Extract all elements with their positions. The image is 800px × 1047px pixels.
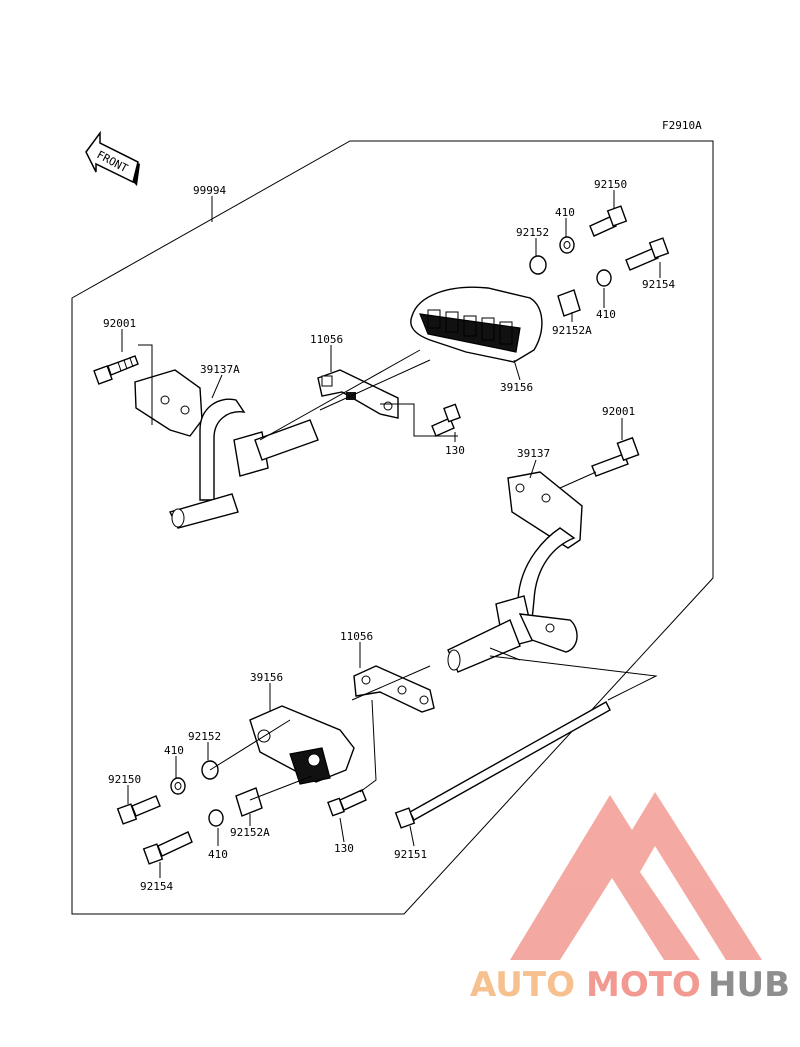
bolt-130-bottom [327,789,367,817]
callout-bolt-right: 92001 [602,405,635,418]
callout-bolt-top-a: 92150 [594,178,627,191]
bolt-130-top [431,403,461,437]
bolt-92001-right [591,436,640,477]
watermark-text: AUTO MOTO HUB [470,965,790,1005]
bolt-92150-bottom [116,795,161,825]
callout-washer-bottom-b: 410 [208,848,228,861]
leader-lines [121,190,661,878]
callout-collar-bottom-long: 92152A [230,826,270,839]
callout-bolt-130-top: 130 [445,444,465,457]
plate-11056-top [317,369,399,419]
callout-bolt-top-left: 92001 [103,317,136,330]
callout-plate-bottom: 11056 [340,630,373,643]
watermark-hub: HUB [708,965,790,1005]
callout-slider-bottom: 39156 [250,671,283,684]
callout-washer-top-b: 410 [596,308,616,321]
kit-outline [71,140,714,915]
callout-plate-top: 11056 [310,333,343,346]
washer-410-top-b [596,269,612,287]
callout-slider-top: 39156 [500,381,533,394]
callout-collar-bottom-small: 92152 [188,730,221,743]
slider-39156-top [410,286,543,363]
callout-bracket-right: 39137 [517,447,550,460]
callout-bolt-130-bottom: 130 [334,842,354,855]
diagram-code: F2910A [662,119,702,132]
callout-long-bolt: 92151 [394,848,427,861]
bolt-92001-left [93,355,139,385]
callout-bracket-left: 39137A [200,363,240,376]
callout-bolt-bottom-b: 92154 [140,880,173,893]
slider-39156-bottom [249,705,355,785]
bolt-92154-bottom [142,831,193,865]
front-arrow-icon: FRONT [85,130,140,186]
collar-92152A-bottom [235,787,263,817]
watermark-auto: AUTO [470,965,575,1005]
callout-collar-top-long: 92152A [552,324,592,337]
callout-bolt-top-b: 92154 [642,278,675,291]
callout-collar-top-small: 92152 [516,226,549,239]
collar-92152A-top [557,289,581,317]
collar-92152-top [529,255,547,275]
callout-kit: 99994 [193,184,226,197]
watermark-logo-icon [510,792,762,960]
bolt-92154-top [625,237,670,271]
bolt-92150-top [589,205,628,237]
long-bolt-92151 [394,701,611,829]
bracket-39137 [495,471,583,653]
callout-bolt-bottom-a: 92150 [108,773,141,786]
washer-410-bottom-b [208,809,224,827]
plate-11056-bottom [353,665,435,713]
bracket-39137A [134,369,319,529]
watermark-moto: MOTO [586,965,701,1005]
callout-washer-top-a: 410 [555,206,575,219]
callout-washer-bottom-a: 410 [164,744,184,757]
